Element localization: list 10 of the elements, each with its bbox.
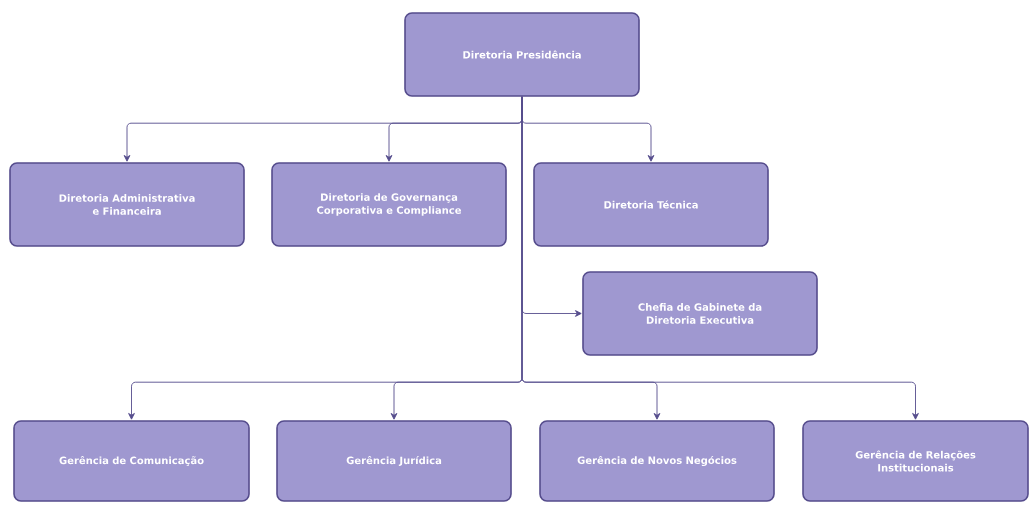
org-box: Gerência Jurídica — [276, 420, 512, 502]
org-box: Diretoria de Governança Corporativa e Compliance — [271, 162, 507, 247]
arrow — [521, 96, 919, 420]
org-box: Gerência de Relações Institucionais — [802, 420, 1029, 502]
org-box: Gerência de Novos Negócios — [539, 420, 775, 502]
org-box: Diretoria Técnica — [533, 162, 769, 247]
org-box: Diretoria Presidência — [404, 12, 640, 97]
org-box: Gerência de Comunicação — [13, 420, 250, 502]
org-box: Chefia de Gabinete da Diretoria Executiva — [582, 271, 818, 356]
org-box: Diretoria Administrativa e Financeira — [9, 162, 245, 247]
